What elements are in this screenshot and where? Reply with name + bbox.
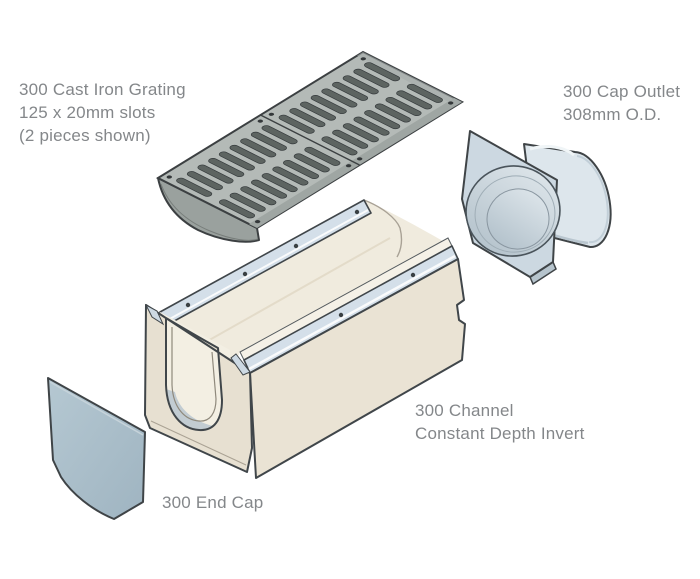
rail-bolt-hole xyxy=(185,302,191,308)
grating-end-lip xyxy=(157,177,260,243)
grating-slot xyxy=(341,75,380,95)
grating-slot xyxy=(363,109,402,129)
grating-bolt-hole xyxy=(257,119,264,123)
grating-slot xyxy=(299,101,338,121)
grating-slot xyxy=(277,114,316,134)
grating-slot xyxy=(373,103,412,123)
grating-slot xyxy=(207,157,246,177)
grating-bolt-hole xyxy=(166,175,173,179)
grating-piece-seam xyxy=(260,115,359,165)
channel-rail-front-cap-right xyxy=(230,353,251,376)
grating-slot xyxy=(239,138,278,158)
grating-slot xyxy=(341,123,380,143)
grating-bolt-hole xyxy=(447,101,454,105)
outlet-label-line: 300 Cap Outlet xyxy=(563,82,681,101)
outlet-label-line: 308mm O.D. xyxy=(563,105,662,124)
grating-slot xyxy=(271,166,310,186)
cast-iron-grating-illustration xyxy=(157,52,462,243)
channel-near-rail-stripe xyxy=(248,254,456,371)
grating-label-line: 125 x 20mm slots xyxy=(19,103,156,122)
grating-bolt-hole xyxy=(360,57,366,61)
cap-outlet-illustration xyxy=(461,130,612,286)
outlet-pipe-rim xyxy=(576,155,609,244)
rail-bolt-hole xyxy=(410,272,416,278)
grating-slot xyxy=(303,146,342,166)
grating-slot xyxy=(260,125,299,145)
grating-end-lip-line xyxy=(160,183,259,241)
grating-slot xyxy=(352,116,391,136)
rail-bolt-hole xyxy=(354,209,360,215)
grating-slot xyxy=(282,159,321,179)
end-cap-edge-highlight xyxy=(49,381,144,436)
grating-end-shade xyxy=(357,52,462,106)
grating-bolt-hole xyxy=(268,112,275,116)
channel-u-inner-lip xyxy=(171,327,217,422)
grating-slot xyxy=(288,107,327,127)
grating-slot xyxy=(175,177,214,197)
grating-slot xyxy=(395,90,434,110)
grating-label-line: 300 Cast Iron Grating xyxy=(19,80,186,99)
outlet-label: 300 Cap Outlet 308mm O.D. xyxy=(563,80,680,126)
grating-slot xyxy=(309,94,348,114)
outlet-pipe-highlight xyxy=(529,145,575,157)
grating-slot xyxy=(218,199,257,219)
grating-bolt-hole xyxy=(345,164,352,168)
outlet-recess-chamfer xyxy=(474,175,556,253)
grating-slot xyxy=(250,179,289,199)
channel-illustration xyxy=(144,199,466,479)
grating-slot xyxy=(239,186,278,206)
channel-back-rail-stripe xyxy=(165,209,369,322)
rail-bolt-hole xyxy=(293,243,299,249)
channel-label: 300 Channel Constant Depth Invert xyxy=(415,399,585,445)
grating-slot xyxy=(331,129,370,149)
grating-label: 300 Cast Iron Grating 125 x 20mm slots (… xyxy=(19,78,186,147)
end-cap-label: 300 End Cap xyxy=(162,491,263,514)
rail-bolt-hole xyxy=(242,271,248,277)
grating-slot xyxy=(217,151,256,171)
grating-slot xyxy=(292,153,331,173)
channel-u-invert-shadow xyxy=(163,388,230,436)
grating-slot xyxy=(352,68,391,88)
channel-far-end-edge xyxy=(363,199,403,258)
channel-label-line: 300 Channel xyxy=(415,401,514,420)
grating-slot xyxy=(228,192,267,212)
channel-interior xyxy=(167,200,450,398)
channel-near-wall-face xyxy=(249,258,466,479)
channel-label-line: Constant Depth Invert xyxy=(415,424,585,443)
grating-slot xyxy=(331,81,370,101)
channel-base-step xyxy=(150,420,247,466)
grating-bolt-hole xyxy=(356,157,363,161)
channel-rail-front-cap-left xyxy=(144,303,165,326)
grating-slot xyxy=(405,83,444,103)
grating-slots xyxy=(175,62,445,219)
end-cap-label-line: 300 End Cap xyxy=(162,493,264,512)
grating-slot xyxy=(384,96,423,116)
end-cap-illustration xyxy=(47,377,146,520)
grating-slot xyxy=(320,136,359,156)
grating-label-line: (2 pieces shown) xyxy=(19,126,151,145)
grating-bolt-holes xyxy=(166,57,454,224)
grating-slot xyxy=(320,88,359,108)
end-cap-plate xyxy=(47,377,146,520)
rail-bolt-hole xyxy=(338,312,344,318)
grating-slot xyxy=(249,131,288,151)
grating-slot xyxy=(228,144,267,164)
grating-slot xyxy=(196,164,235,184)
grating-slot xyxy=(185,170,224,190)
grating-slot xyxy=(363,62,402,82)
grating-slot xyxy=(260,172,299,192)
grating-bolt-hole xyxy=(254,220,261,224)
outlet-recess-inner xyxy=(486,188,550,250)
